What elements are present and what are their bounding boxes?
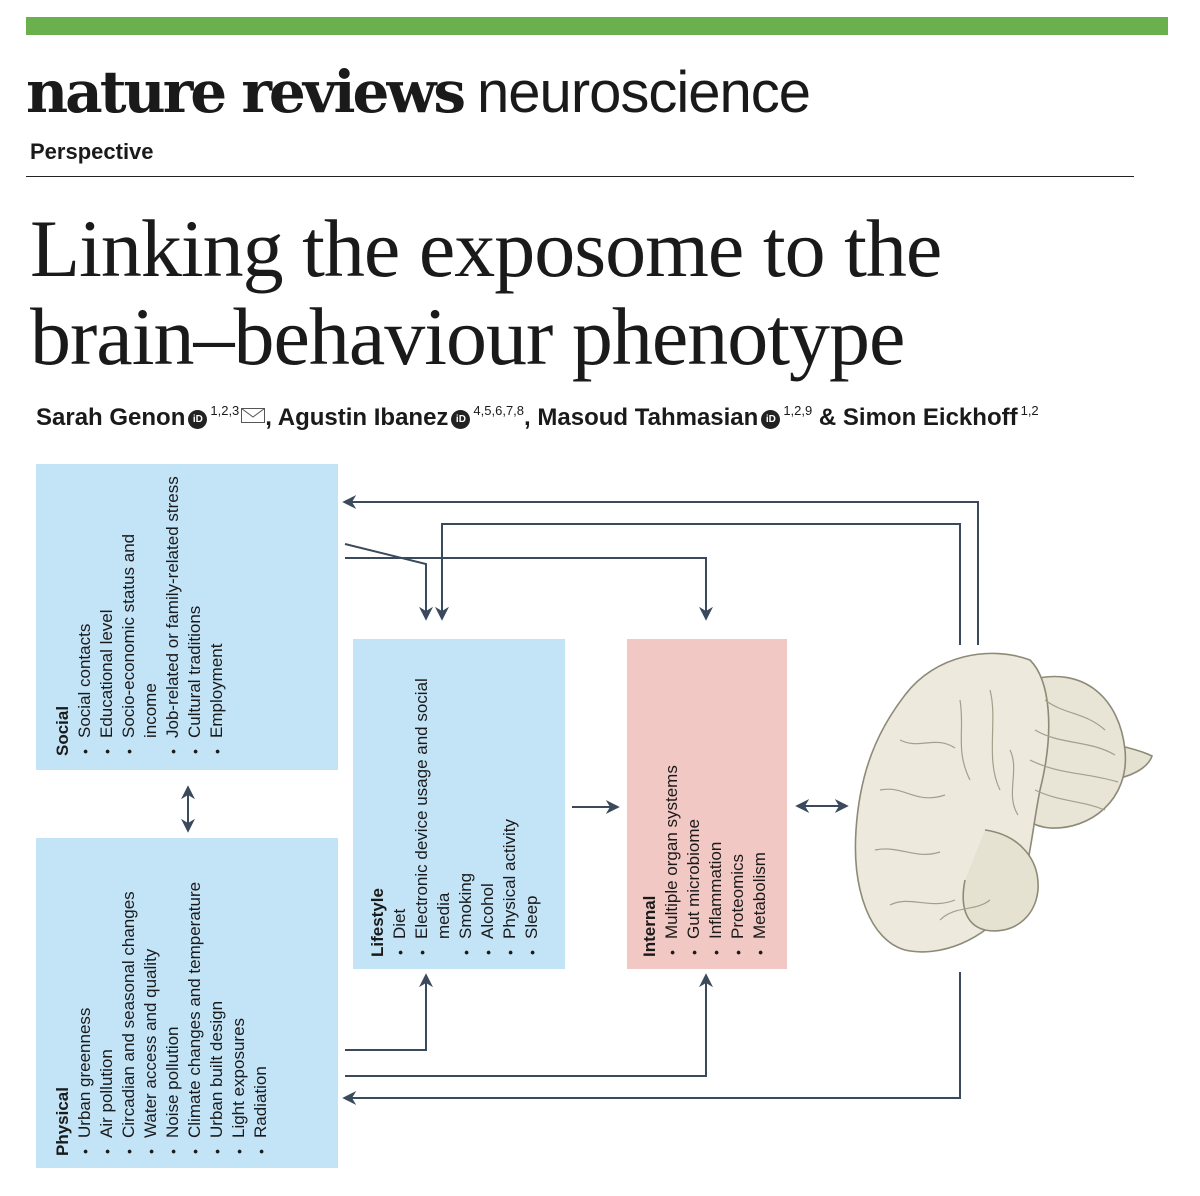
author-name[interactable]: Agustin Ibanez	[277, 404, 449, 431]
list-item: Inflammation	[705, 657, 727, 957]
journal-name-light: neuroscience	[477, 60, 811, 125]
list-item: Electronic device usage and social media	[411, 657, 455, 957]
lifestyle-content: Lifestyle Diet Electronic device usage a…	[367, 657, 543, 957]
list-item: Circadian and seasonal changes	[118, 856, 140, 1156]
article-section: Perspective	[30, 139, 154, 164]
arrow-physical-to-lifestyle	[345, 973, 433, 1051]
journal-name-bold: nature reviews	[26, 58, 466, 126]
social-box: Social Social contacts Educational level…	[36, 464, 338, 770]
social-list: Social contacts Educational level Socio-…	[74, 476, 228, 756]
list-item: Social contacts	[74, 476, 96, 756]
internal-content: Internal Multiple organ systems Gut micr…	[639, 657, 771, 957]
orcid-icon[interactable]: iD	[761, 410, 781, 429]
list-item: Proteomics	[727, 657, 749, 957]
author-affiliations: 1,2,3	[210, 403, 240, 418]
physical-list: Urban greenness Air pollution Circadian …	[74, 856, 272, 1156]
arrow-social-to-internal	[345, 557, 713, 621]
internal-box: Internal Multiple organ systems Gut micr…	[627, 639, 787, 969]
arrow-brain-to-social	[342, 495, 979, 645]
internal-heading: Internal	[640, 895, 659, 957]
lifestyle-box: Lifestyle Diet Electronic device usage a…	[353, 639, 565, 969]
list-item: Gut microbiome	[683, 657, 705, 957]
social-heading: Social	[53, 705, 72, 756]
list-item: Water access and quality	[140, 856, 162, 1156]
physical-heading: Physical	[53, 1087, 72, 1156]
list-item: Alcohol	[477, 657, 499, 957]
list-item: Noise pollution	[162, 856, 184, 1156]
arrow-social-to-lifestyle	[344, 543, 433, 621]
title-line-2: brain–behaviour phenotype	[30, 291, 905, 382]
arrow-brain-to-physical	[342, 972, 961, 1105]
author-name[interactable]: Simon Eickhoff	[842, 404, 1018, 431]
list-item: Employment	[206, 476, 228, 756]
list-item: Sleep	[521, 657, 543, 957]
list-item: Climate changes and temperature	[184, 856, 206, 1156]
author-separator: &	[812, 404, 843, 431]
envelope-icon[interactable]	[241, 408, 266, 423]
list-item: Urban built design	[206, 856, 228, 1156]
article-title: Linking the exposome to the brain–behavi…	[30, 205, 1170, 381]
author-separator: ,	[524, 404, 538, 431]
author-affiliations: 1,2	[1020, 403, 1039, 418]
list-item: Multiple organ systems	[661, 657, 683, 957]
author-name[interactable]: Sarah Genon	[36, 404, 186, 431]
list-item: Air pollution	[96, 856, 118, 1156]
list-item: Cultural traditions	[184, 476, 206, 756]
list-item: Socio-economic status and income	[118, 476, 162, 756]
orcid-icon[interactable]: iD	[188, 410, 208, 429]
figure-arrows	[181, 495, 1153, 1105]
list-item: Urban greenness	[74, 856, 96, 1156]
list-item: Physical activity	[499, 657, 521, 957]
list-item: Diet	[389, 657, 411, 957]
author-name[interactable]: Masoud Tahmasian	[537, 404, 759, 431]
social-content: Social Social contacts Educational level…	[52, 476, 228, 756]
list-item: Radiation	[250, 856, 272, 1156]
divider	[26, 176, 1134, 177]
arrow-brain-to-lifestyle	[435, 523, 961, 645]
author-affiliations: 1,2,9	[783, 403, 813, 418]
title-line-1: Linking the exposome to the	[30, 203, 942, 294]
journal-accent-bar	[26, 17, 1168, 35]
orcid-icon[interactable]: iD	[451, 410, 471, 429]
brain-illustration	[854, 652, 1153, 953]
author-affiliations: 4,5,6,7,8	[473, 403, 525, 418]
lifestyle-heading: Lifestyle	[368, 888, 387, 957]
physical-box: Physical Urban greenness Air pollution C…	[36, 838, 338, 1168]
author-separator: ,	[265, 404, 278, 431]
list-item: Educational level	[96, 476, 118, 756]
lifestyle-list: Diet Electronic device usage and social …	[389, 657, 543, 957]
arrow-physical-to-internal	[345, 973, 713, 1077]
exposome-figure: Social Social contacts Educational level…	[0, 450, 1200, 1196]
list-item: Job-related or family-related stress	[162, 476, 184, 756]
list-item: Metabolism	[749, 657, 771, 957]
physical-content: Physical Urban greenness Air pollution C…	[52, 856, 272, 1156]
list-item: Light exposures	[228, 856, 250, 1156]
list-item: Smoking	[455, 657, 477, 957]
internal-list: Multiple organ systems Gut microbiome In…	[661, 657, 771, 957]
